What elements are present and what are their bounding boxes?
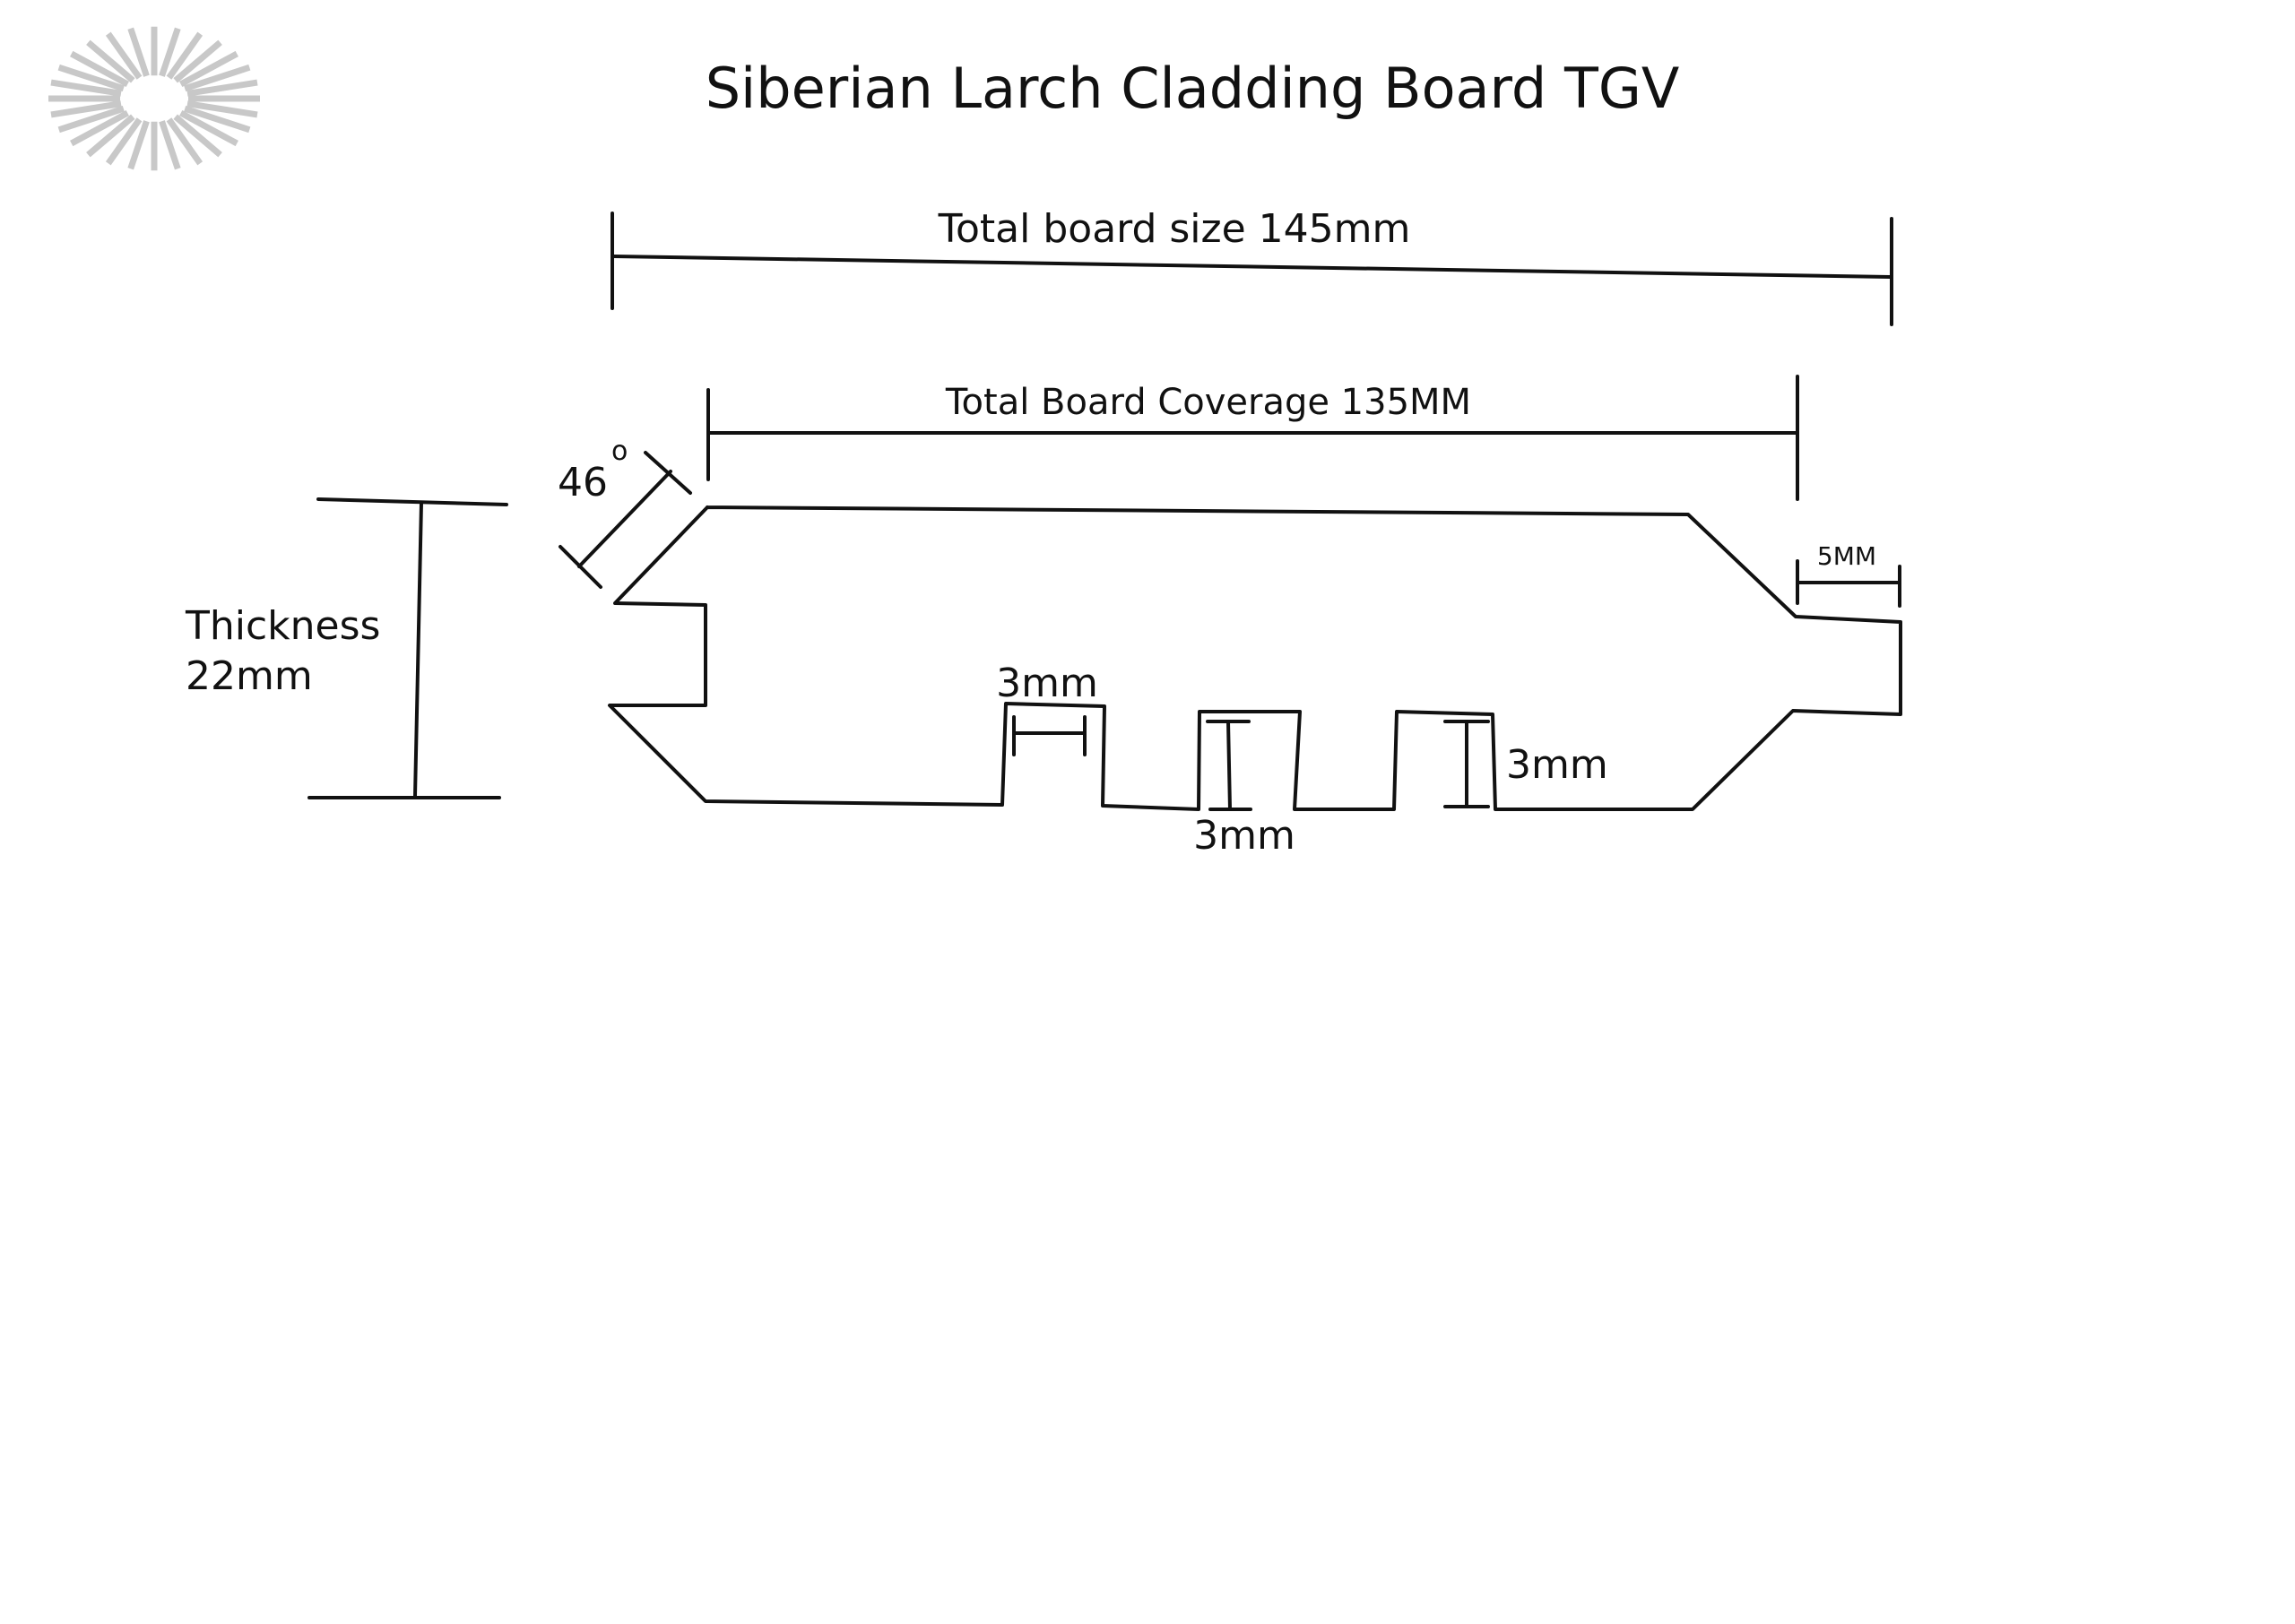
groove-depth-label: 3mm — [1506, 742, 1608, 788]
logo-ray — [186, 100, 258, 118]
logo-ray — [57, 64, 125, 92]
total-board-size-label: Total board size 145mm — [938, 206, 1411, 252]
logo-ray — [186, 79, 258, 97]
logo-ray — [50, 79, 122, 97]
board-profile-outline — [608, 505, 1902, 811]
logo-ray — [105, 117, 143, 166]
logo-ray — [179, 110, 238, 147]
logo-ray — [173, 39, 222, 83]
logo-ray — [179, 50, 238, 87]
logo-ray — [86, 39, 135, 83]
logo-ray — [50, 100, 122, 118]
logo-ray — [173, 114, 222, 158]
groove-depth-dimension — [1443, 720, 1490, 808]
logo-ray — [184, 64, 251, 92]
logo-ray — [127, 120, 150, 170]
total-board-coverage-label: Total Board Coverage 135MM — [945, 382, 1471, 423]
page-title: Siberian Larch Cladding Board TGV — [706, 56, 1680, 121]
total-board-coverage-dimension — [706, 375, 1799, 501]
angle-dimension — [559, 451, 692, 589]
logo-ray — [70, 110, 129, 147]
logo-ray — [70, 50, 129, 87]
groove-width-dimension — [1012, 715, 1087, 756]
thickness-dimension — [307, 497, 508, 799]
logo-ray — [166, 117, 204, 166]
logo-ray — [159, 27, 181, 77]
logo-ray — [184, 105, 251, 134]
tongue-dimension-label: 5MM — [1817, 541, 1876, 571]
groove-spacing-dimension — [1206, 720, 1252, 811]
sunburst-logo-icon — [48, 26, 260, 171]
logo-ray — [166, 31, 204, 80]
logo-ray — [57, 105, 125, 134]
logo-ray — [86, 114, 135, 158]
tongue-dimension — [1796, 559, 1901, 608]
thickness-label-line2: 22mm — [186, 653, 313, 699]
groove-width-label: 3mm — [996, 661, 1098, 706]
logo-ray — [105, 31, 143, 80]
angle-degree-mark: o — [611, 436, 628, 467]
angle-label: 46 — [558, 460, 608, 505]
groove-spacing-label: 3mm — [1193, 813, 1295, 859]
thickness-label-line1: Thickness — [185, 603, 380, 649]
logo-ray — [159, 120, 181, 170]
logo-ray — [127, 27, 150, 77]
total-board-size-dimension — [611, 212, 1893, 326]
